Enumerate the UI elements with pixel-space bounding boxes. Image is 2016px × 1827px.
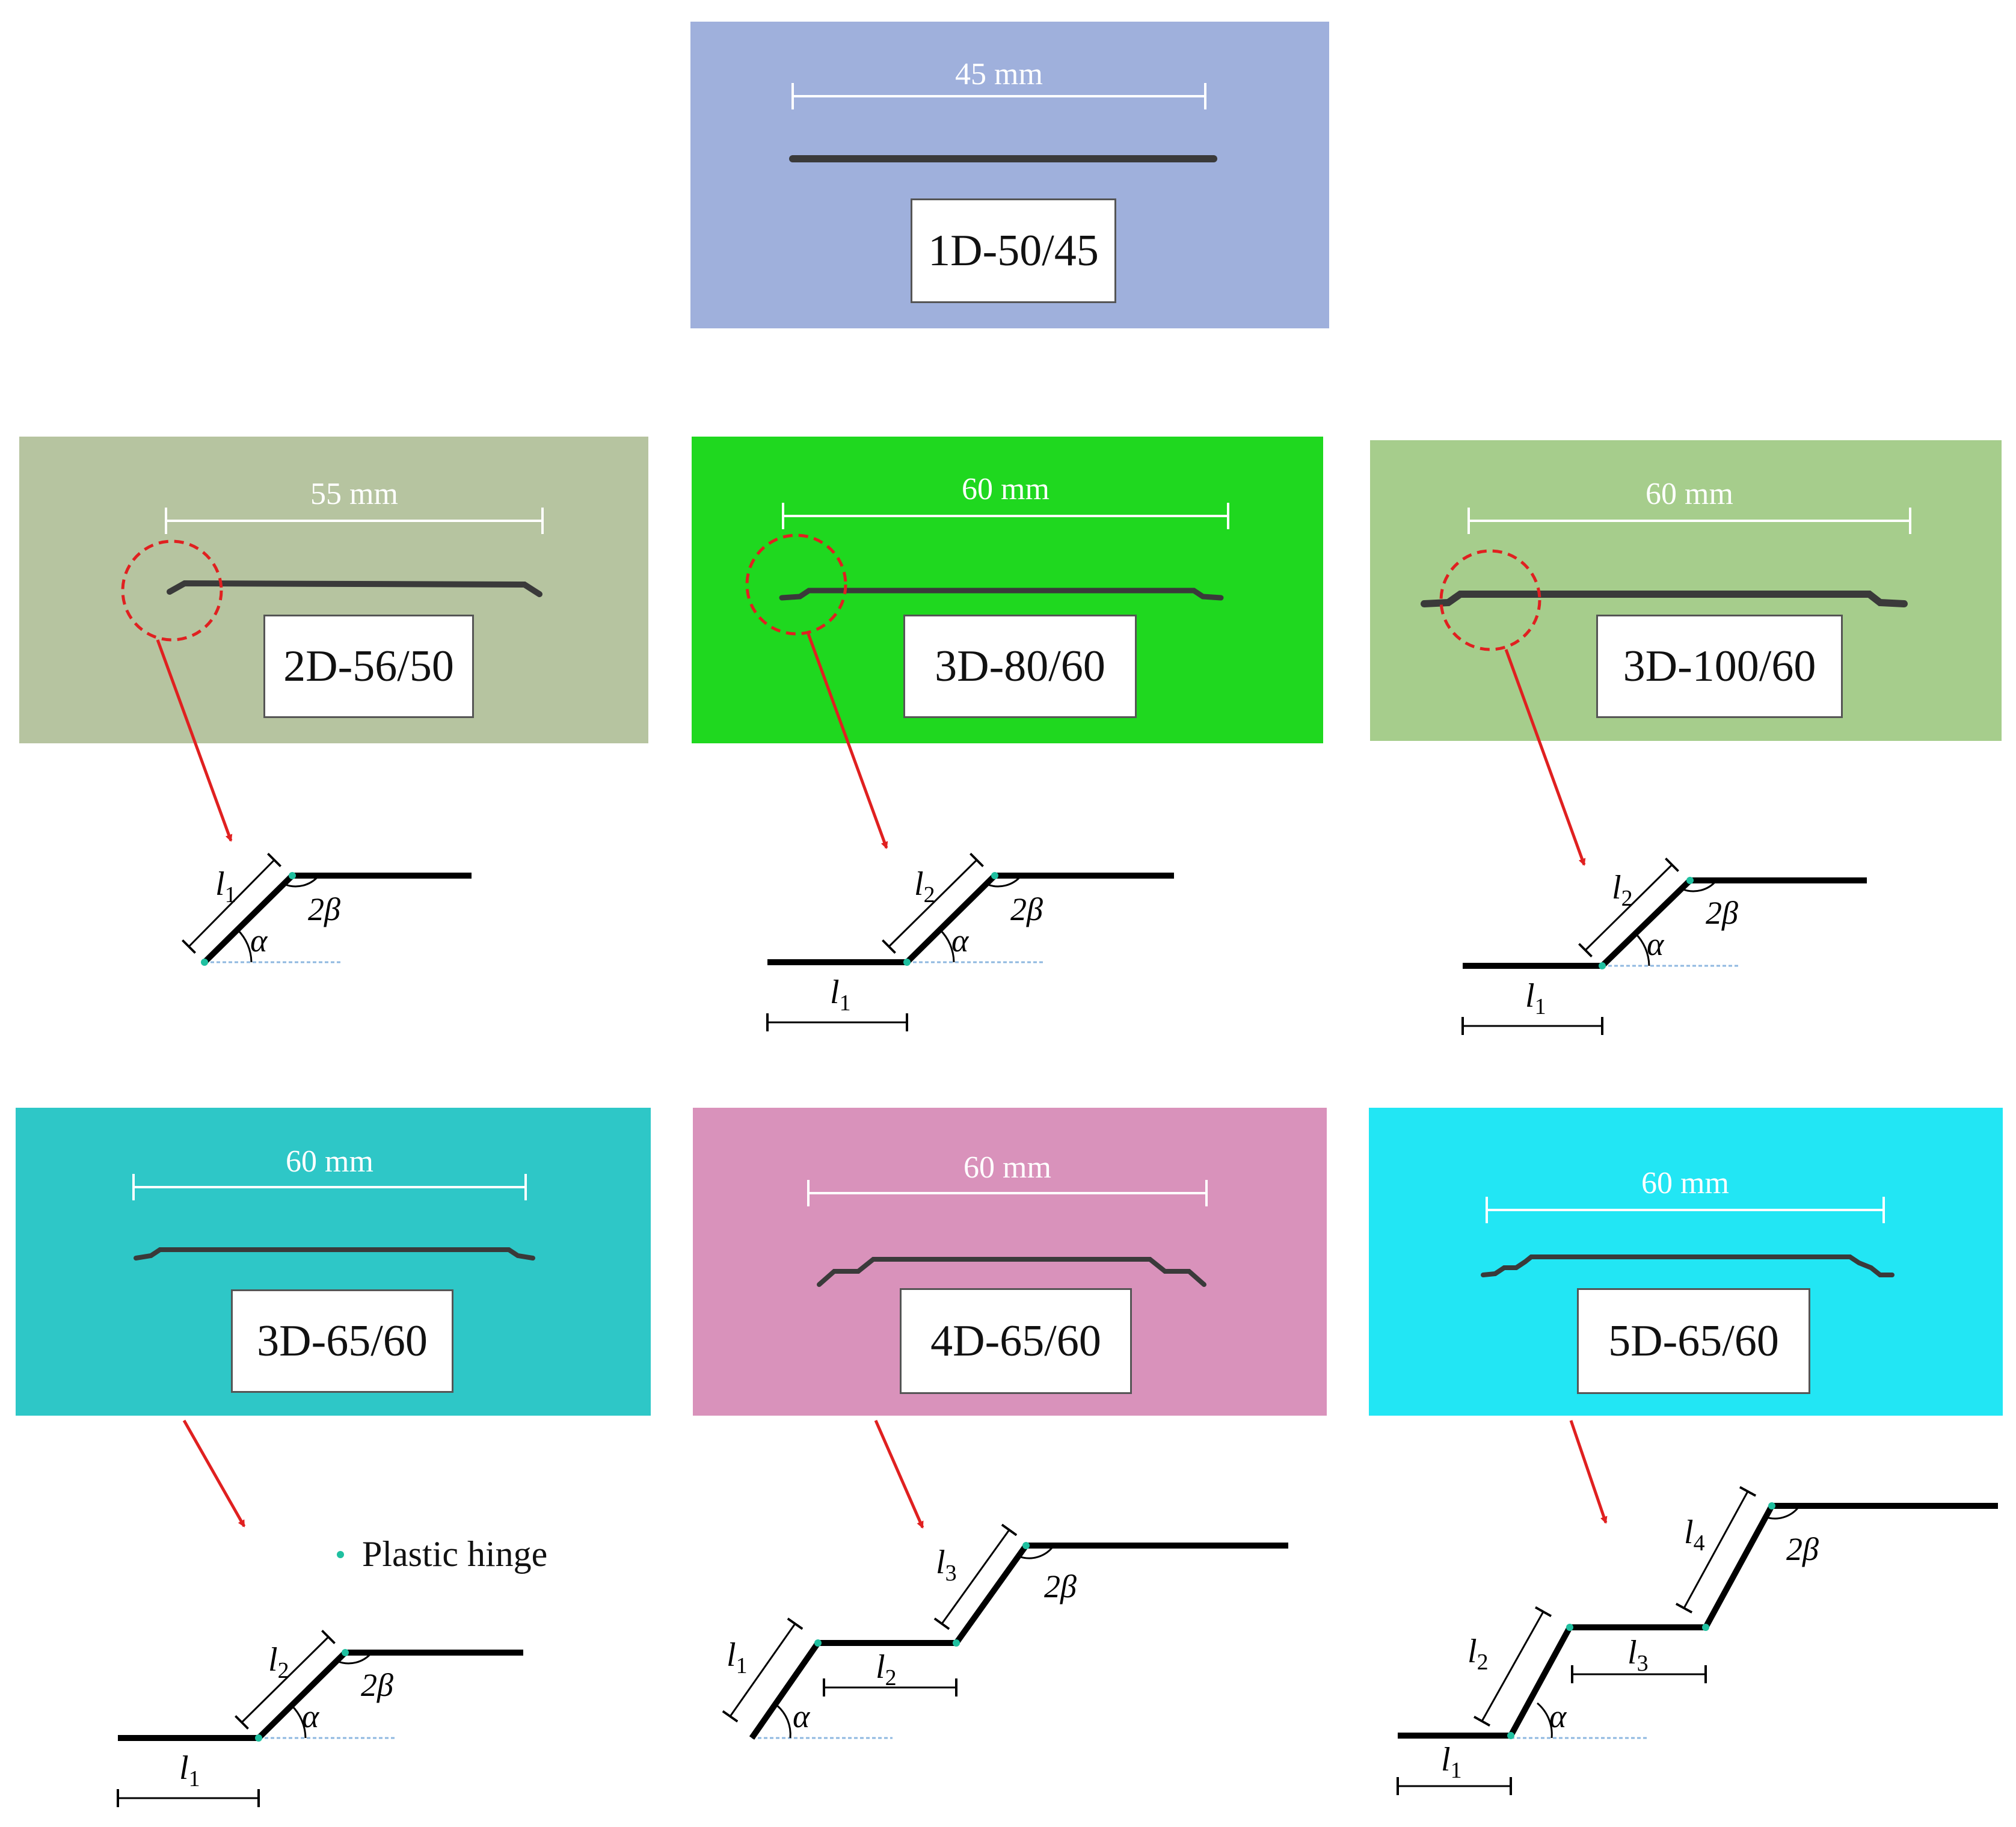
dimension-arrow: [807, 1180, 1208, 1206]
pointer-arrow: [182, 1419, 246, 1528]
dimension-label: 60 mm: [963, 1150, 1051, 1185]
two-beta-label: 2β: [361, 1667, 393, 1703]
legend: Plastic hinge: [337, 1534, 547, 1575]
dimension-arrow: [782, 503, 1229, 529]
l1-label: l1: [1525, 977, 1546, 1019]
alpha-label: α: [1549, 1698, 1567, 1734]
l2-label: l2: [1612, 869, 1633, 911]
l1-label: l1: [830, 974, 851, 1016]
alpha-label: α: [951, 923, 970, 959]
fiber-image: [789, 155, 1217, 162]
highlight-circle: [121, 539, 223, 642]
sketch-2d: l1 α 2β: [181, 853, 472, 966]
plastic-hinge-marker: [337, 1550, 344, 1558]
fiber-label: 1D-50/45: [911, 198, 1116, 303]
two-beta-label: 2β: [1010, 891, 1043, 927]
dimension-label: 45 mm: [955, 57, 1043, 91]
pointer-arrow: [1504, 649, 1586, 866]
pointer-arrow: [807, 633, 888, 849]
two-beta-label: 2β: [308, 891, 340, 927]
l2-label: l2: [1467, 1633, 1489, 1675]
photo-1d: 45 mm 1D-50/45: [690, 22, 1329, 328]
dimension-label: 60 mm: [962, 472, 1049, 506]
l1-label: l1: [1441, 1741, 1462, 1783]
l4-label: l4: [1684, 1514, 1705, 1556]
fiber-image: [134, 1247, 535, 1260]
dimension-arrow: [132, 1174, 527, 1200]
sketch-3d80: l2 l1 α 2β: [766, 852, 1174, 1031]
fiber-image: [779, 588, 1224, 601]
sketch-5d65: l2 l4 l3 l1 α 2β: [1397, 1486, 1998, 1795]
legend-label: Plastic hinge: [362, 1534, 548, 1574]
highlight-circle: [1439, 549, 1541, 651]
alpha-label: α: [1647, 926, 1665, 962]
l2-label: l2: [876, 1648, 897, 1690]
photo-3d65: 60 mm 3D-65/60: [16, 1108, 651, 1416]
dimension-arrow: [1467, 508, 1911, 534]
two-beta-label: 2β: [1706, 895, 1738, 931]
sketch-3d100: l2 l1 α 2β: [1461, 857, 1867, 1035]
fiber-image: [1421, 591, 1908, 607]
dimension-label: 60 mm: [1646, 477, 1733, 511]
fiber-label: 5D-65/60: [1577, 1288, 1810, 1394]
photo-5d65: 60 mm 5D-65/60: [1369, 1108, 2003, 1416]
fiber-label: 3D-80/60: [903, 615, 1137, 718]
l1-label: l1: [727, 1636, 748, 1678]
two-beta-label: 2β: [1044, 1568, 1077, 1604]
dimension-label: 60 mm: [286, 1144, 373, 1179]
photo-3d100: 60 mm 3D-100/60: [1370, 440, 2002, 741]
fiber-image: [1481, 1254, 1895, 1277]
alpha-label: α: [250, 923, 268, 959]
alpha-label: α: [793, 1698, 811, 1734]
photo-3d80: 60 mm 3D-80/60: [692, 437, 1323, 743]
fiber-image: [167, 580, 542, 597]
photo-4d65: 60 mm 4D-65/60: [693, 1108, 1327, 1416]
sketch-4d65: l1 l3 l2 α 2β: [722, 1523, 1288, 1740]
pointer-arrow: [1569, 1420, 1608, 1524]
dimension-label: 55 mm: [310, 477, 398, 511]
fiber-label: 2D-56/50: [263, 615, 474, 718]
l1-label: l1: [215, 865, 236, 907]
l2-label: l2: [268, 1641, 289, 1683]
dimension-label: 60 mm: [1641, 1166, 1729, 1200]
dimension-arrow: [1486, 1197, 1885, 1223]
dimension-arrow: [165, 508, 544, 534]
fiber-label: 4D-65/60: [900, 1288, 1132, 1394]
pointer-arrow: [874, 1419, 924, 1529]
two-beta-label: 2β: [1786, 1531, 1819, 1567]
sketch-3d65: l2 l1 α 2β: [117, 1629, 523, 1807]
dimension-arrow: [791, 83, 1206, 109]
l2-label: l2: [914, 865, 935, 907]
l3-label: l3: [1627, 1634, 1649, 1676]
pointer-arrow: [156, 639, 233, 842]
fiber-label: 3D-65/60: [231, 1289, 453, 1393]
l3-label: l3: [936, 1544, 957, 1586]
photo-2d: 55 mm 2D-56/50: [19, 437, 648, 743]
l1-label: l1: [179, 1749, 200, 1792]
fiber-image: [817, 1257, 1206, 1287]
fiber-label: 3D-100/60: [1596, 615, 1843, 718]
highlight-circle: [745, 533, 847, 636]
alpha-label: α: [302, 1698, 320, 1734]
